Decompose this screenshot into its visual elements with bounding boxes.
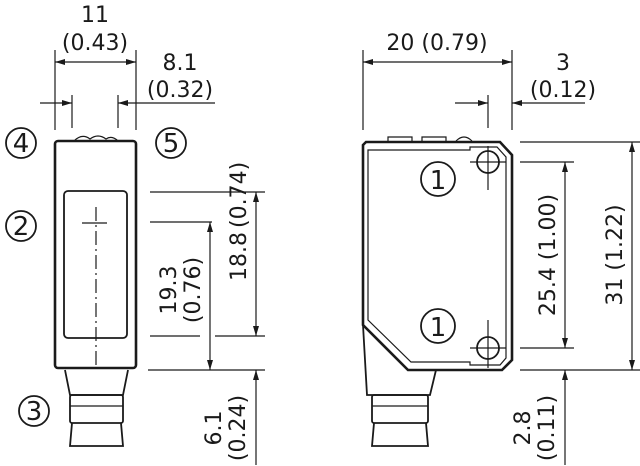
height-label: 31 (1.22) [603, 204, 628, 305]
svg-text:5: 5 [163, 129, 180, 159]
callout-1-bottom: 1 [420, 308, 456, 344]
svg-text:1: 1 [430, 313, 447, 343]
connector-tip-side [371, 422, 429, 447]
width-mm: 11 [81, 3, 109, 28]
svg-text:4: 4 [13, 129, 30, 159]
mounting-hole-top [470, 146, 506, 190]
mounting-hole-bottom [470, 320, 506, 368]
inner-width-mm: 8.1 [163, 51, 198, 76]
connector-neck [64, 369, 129, 396]
sensor-body-front [53, 139, 138, 370]
callout-1-top: 1 [420, 161, 456, 197]
body-inner-edge [367, 146, 507, 366]
side-view: 1 1 20 (0.79) 3 (0.12) 25.4 (1.00) 31 (1… [361, 31, 640, 465]
side-connector-mm: 2.8 [511, 411, 536, 446]
connector-ring-side [371, 394, 429, 424]
svg-text:3: 3 [26, 397, 43, 427]
axis-height-in: (0.76) [181, 257, 206, 323]
window-height-in: (0.74) [227, 162, 252, 228]
hole-spacing-label: 25.4 (1.00) [536, 194, 561, 316]
connector-length-mm: 6.1 [202, 411, 227, 446]
top-leds [387, 136, 473, 142]
axis-height-mm: 19.3 [157, 266, 182, 315]
svg-text:1: 1 [430, 166, 447, 196]
inner-width-in: (0.32) [147, 78, 213, 103]
connector-ring [69, 394, 124, 424]
hole-offset-in: (0.12) [530, 78, 596, 103]
sensor-body-side [361, 140, 514, 372]
callout-5: 5 [155, 127, 187, 159]
side-connector-in: (0.11) [535, 395, 560, 461]
callout-3: 3 [18, 395, 50, 427]
callout-4: 4 [5, 127, 37, 159]
window-height-mm: 18.8 [227, 232, 252, 281]
connector-length-in: (0.24) [226, 395, 251, 461]
hole-offset-mm: 3 [556, 51, 570, 76]
width-in: (0.43) [62, 31, 128, 56]
callout-2: 2 [5, 210, 37, 242]
svg-text:2: 2 [13, 212, 30, 242]
side-width-label: 20 (0.79) [386, 31, 487, 56]
front-view: 11 (0.43) 8.1 (0.32) 19.3 (0.76) 18.8 (0… [5, 3, 265, 465]
indicator-leds [73, 135, 119, 142]
connector-tip [69, 422, 124, 447]
